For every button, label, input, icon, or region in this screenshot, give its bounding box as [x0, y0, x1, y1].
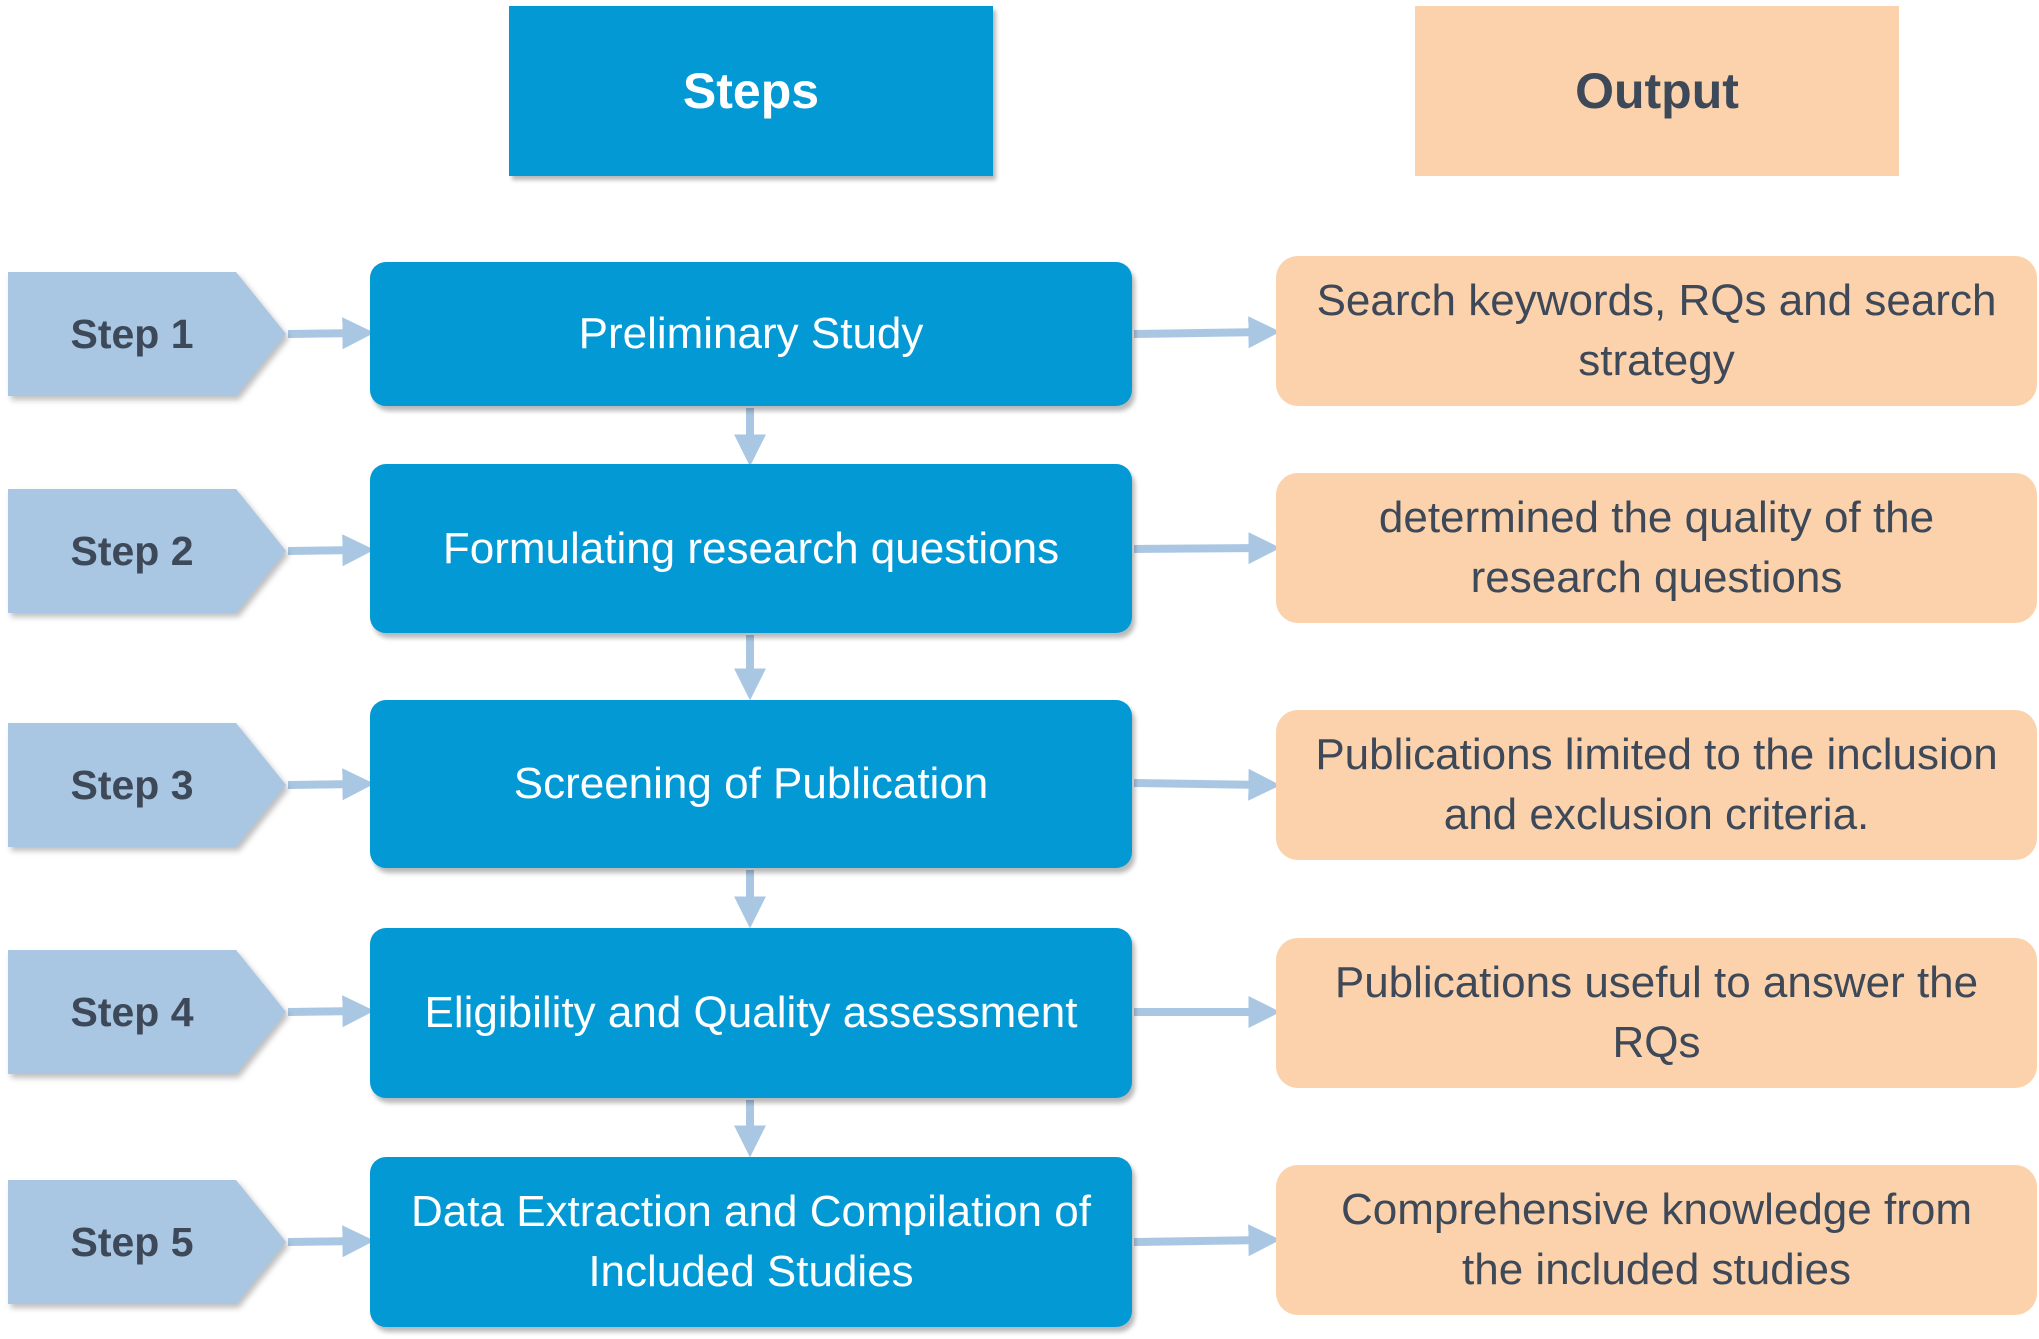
step-tag-4: Step 4 — [8, 950, 286, 1074]
step-box-1: Preliminary Study — [370, 262, 1132, 406]
step-tag-1: Step 1 — [8, 272, 286, 396]
step-tag-label: Step 4 — [70, 988, 194, 1035]
arrow-tag-to-step-3 — [287, 768, 375, 801]
step-tag-2: Step 2 — [8, 489, 286, 613]
arrow-tag-to-step-4 — [287, 995, 375, 1028]
output-box-5: Comprehensive knowledge from the include… — [1276, 1165, 2037, 1315]
step-tag-label: Step 1 — [70, 310, 194, 357]
arrow-tag-to-step-5 — [287, 1225, 375, 1258]
step-tag-label: Step 2 — [70, 527, 194, 574]
output-box-3: Publications limited to the inclusion an… — [1276, 710, 2037, 860]
step-box-4: Eligibility and Quality assessment — [370, 928, 1132, 1098]
output-header: Output — [1415, 6, 1899, 176]
step-tag-5: Step 5 — [8, 1180, 286, 1304]
arrow-step-to-output-1 — [1133, 316, 1281, 349]
output-box-4: Publications useful to answer the RQs — [1276, 938, 2037, 1088]
step-box-3: Screening of Publication — [370, 700, 1132, 868]
arrow-step-to-output-2 — [1133, 532, 1281, 565]
steps-header: Steps — [509, 6, 993, 176]
output-box-1: Search keywords, RQs and search strategy — [1276, 256, 2037, 406]
arrow-step-to-output-3 — [1133, 768, 1281, 801]
output-box-2: determined the quality of the research q… — [1276, 473, 2037, 623]
step-box-5: Data Extraction and Compilation of Inclu… — [370, 1157, 1132, 1327]
step-tag-3: Step 3 — [8, 723, 286, 847]
arrow-tag-to-step-1 — [287, 317, 375, 350]
step-box-2: Formulating research questions — [370, 464, 1132, 633]
step-tag-label: Step 5 — [70, 1218, 194, 1265]
arrow-tag-to-step-2 — [287, 534, 375, 567]
step-tag-label: Step 3 — [70, 761, 194, 808]
arrow-step-to-output-5 — [1133, 1224, 1281, 1257]
